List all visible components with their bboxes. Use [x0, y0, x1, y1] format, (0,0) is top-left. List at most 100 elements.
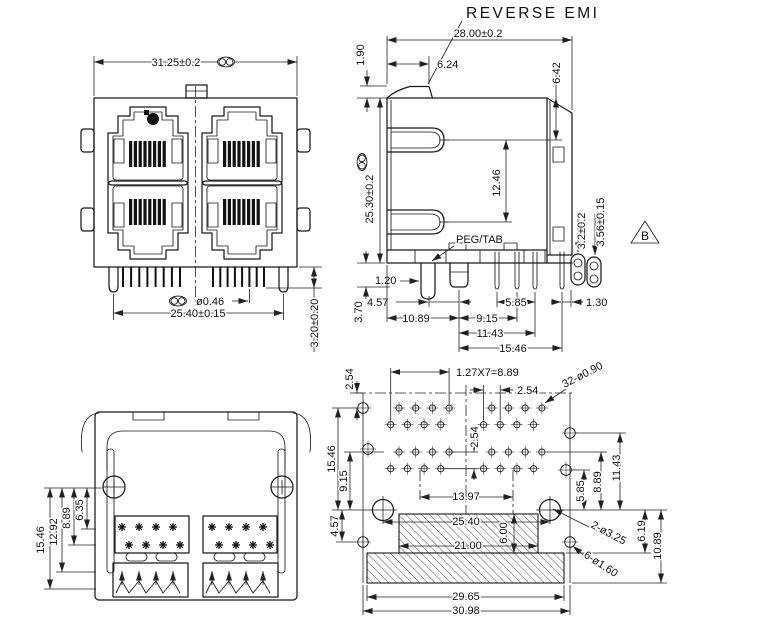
front-pins — [122, 267, 265, 287]
dim-posts: 3.2±0.2 3.56±0.15 — [575, 196, 609, 255]
screw-boss-left — [102, 475, 126, 499]
ul-mark — [144, 110, 159, 125]
callout-small-holes: 32-ø0.90 — [544, 358, 606, 404]
dim-pcb-3098: 30.98 — [362, 585, 571, 619]
svg-text:2-ø3.25: 2-ø3.25 — [589, 519, 628, 547]
dim-flange-depth: 6.24 — [387, 56, 460, 84]
svg-text:2.54: 2.54 — [469, 426, 481, 447]
keepout-area-lower — [366, 552, 565, 584]
svg-text:11.43: 11.43 — [477, 328, 504, 340]
dim-pcb-2965: 29.65 — [366, 585, 565, 605]
svg-text:6.42: 6.42 — [551, 62, 563, 83]
svg-text:1.90: 1.90 — [355, 44, 367, 65]
svg-text:6.35: 6.35 — [74, 499, 86, 520]
dim-side-pin-length: 3.70 — [352, 251, 390, 324]
svg-text:6.24: 6.24 — [437, 59, 458, 71]
bottom-view: 6.35 8.89 12.92 15.46 — [34, 411, 312, 601]
svg-text:32-ø0.90: 32-ø0.90 — [560, 360, 605, 391]
svg-text:25.40±0.15: 25.40±0.15 — [171, 308, 226, 320]
svg-text:B: B — [641, 229, 649, 243]
dim-pcb-left-stack: 2.54 15.46 9.15 4.57 — [325, 367, 384, 543]
reverse-emi-callout: REVERSE EMI — [466, 5, 599, 22]
dim-peg-offset: 1.20 — [374, 274, 419, 289]
side-view: REVERSE EMI — [352, 5, 660, 357]
rj45-port-top-right — [201, 106, 283, 186]
svg-text:25.30±0.2: 25.30±0.2 — [364, 175, 376, 224]
svg-text:25.40: 25.40 — [452, 516, 480, 528]
contact-stars — [117, 522, 275, 550]
svg-text:5.85: 5.85 — [575, 480, 587, 501]
svg-text:11.43: 11.43 — [611, 455, 623, 482]
dim-flange-height: 1.90 — [354, 43, 387, 112]
screw-boss-right — [270, 475, 294, 499]
emi-side-tabs — [80, 128, 311, 232]
svg-text:1.30: 1.30 — [586, 297, 607, 309]
rj45-port-bottom-left — [107, 180, 189, 260]
critical-dim-symbol — [169, 295, 187, 307]
svg-text:2.54: 2.54 — [344, 368, 356, 389]
svg-text:1.27X7=8.89: 1.27X7=8.89 — [456, 367, 519, 379]
dim-front-pin-span: 25.40±0.15 — [113, 294, 284, 322]
svg-text:9.15: 9.15 — [338, 470, 350, 491]
pcb-footprint-view: 1.27X7=8.89 2.54 32-ø0.90 2.54 2.54 15.4… — [325, 358, 667, 619]
dim-pcb-1397: 13.97 — [420, 490, 513, 505]
dim-pcb-254-top: 2.54 — [470, 384, 540, 420]
front-view: 31.25±0.2 ø0.46 25.40±0.15 3.20±0.20 — [80, 56, 323, 352]
svg-text:6.19: 6.19 — [636, 520, 648, 541]
svg-text:6.00: 6.00 — [498, 522, 510, 543]
svg-text:ø0.46: ø0.46 — [196, 296, 224, 308]
svg-text:15.46: 15.46 — [499, 343, 527, 355]
dim-pin-rows: 4.57 5.85 1.30 10.89 9.15 11.43 15.46 — [366, 265, 609, 357]
svg-text:12.92: 12.92 — [48, 518, 60, 546]
svg-text:13.97: 13.97 — [452, 491, 480, 503]
svg-text:3.2±0.2: 3.2±0.2 — [576, 213, 588, 250]
dim-pcb-2100: 21.00 — [399, 539, 538, 554]
svg-text:2.54: 2.54 — [517, 385, 538, 397]
svg-text:PEG/TAB: PEG/TAB — [456, 234, 503, 246]
svg-text:8.89: 8.89 — [61, 507, 73, 528]
svg-text:9.15: 9.15 — [476, 313, 497, 325]
dim-latch-top: 6.42 — [444, 61, 565, 141]
svg-text:12.46: 12.46 — [491, 169, 503, 197]
svg-text:6-ø1.60: 6-ø1.60 — [581, 549, 619, 580]
dim-bottom-stack: 6.35 8.89 12.92 15.46 — [34, 487, 102, 590]
svg-text:4.57: 4.57 — [367, 297, 388, 309]
svg-text:10.89: 10.89 — [402, 313, 430, 325]
svg-text:21.00: 21.00 — [454, 540, 482, 552]
dim-front-width: 31.25±0.2 — [93, 56, 298, 96]
dim-height: 25.30±0.2 — [356, 98, 385, 264]
dim-pcb-600: 6.00 — [497, 514, 517, 553]
through-pins — [494, 251, 565, 290]
rj45-port-bottom-right — [201, 180, 283, 260]
dim-pcb-2540: 25.40 — [383, 515, 550, 530]
svg-text:5.85: 5.85 — [505, 297, 526, 309]
peg-tab-callout: PEG/TAB — [431, 233, 504, 262]
critical-dim-symbol — [217, 56, 235, 68]
dim-front-pin-dia: ø0.46 — [169, 289, 250, 310]
dim-pcb-pitch: 1.27X7=8.89 — [390, 366, 520, 420]
dim-pcb-254-mid: 2.54 — [440, 425, 483, 480]
contact-tails — [115, 571, 271, 594]
svg-text:15.46: 15.46 — [35, 526, 47, 554]
dim-latch-pitch: 12.46 — [444, 140, 512, 223]
mounting-pegs — [420, 262, 469, 300]
svg-text:1.20: 1.20 — [375, 275, 396, 287]
callout-tab-holes: 6-ø1.60 — [572, 545, 621, 581]
critical-dim-symbol — [356, 153, 368, 171]
svg-text:29.65: 29.65 — [452, 591, 480, 603]
svg-text:28.00±0.2: 28.00±0.2 — [454, 28, 503, 40]
emi-solder-posts — [570, 253, 602, 288]
svg-text:31.25±0.2: 31.25±0.2 — [152, 57, 201, 69]
svg-text:10.89: 10.89 — [652, 532, 664, 560]
dim-front-pin-length: 3.20±0.20 — [266, 266, 323, 352]
svg-text:4.57: 4.57 — [329, 515, 341, 536]
svg-text:8.89: 8.89 — [592, 471, 604, 492]
svg-text:3.20±0.20: 3.20±0.20 — [309, 299, 321, 348]
dim-side-depth: 28.00±0.2 — [386, 27, 573, 110]
svg-text:3.56±0.15: 3.56±0.15 — [595, 198, 607, 247]
latch-springs — [386, 127, 449, 235]
svg-text:15.46: 15.46 — [326, 445, 338, 473]
revision-triangle: B — [630, 220, 660, 244]
